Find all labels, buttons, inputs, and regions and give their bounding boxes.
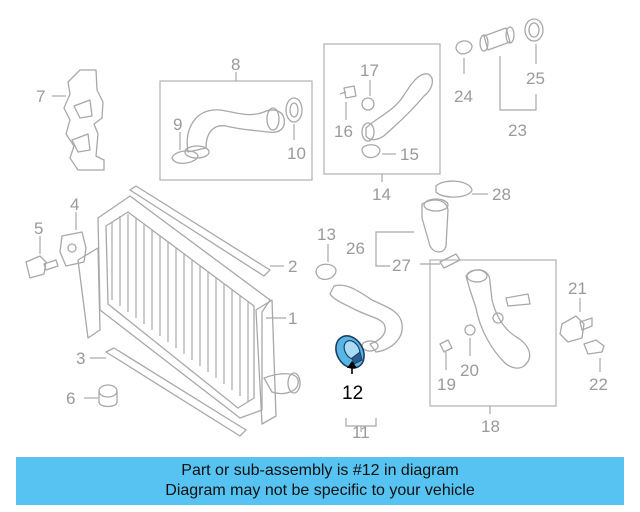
callout-12[interactable]: 12 — [342, 383, 363, 404]
callout-7: 7 — [36, 87, 45, 106]
info-banner: Part or sub-assembly is #12 in diagram D… — [16, 457, 624, 505]
callout-16: 16 — [334, 122, 353, 141]
part-18-pipe — [439, 269, 531, 370]
callout-17: 17 — [360, 61, 379, 80]
part-6-grommet — [84, 384, 118, 408]
banner-line-1: Part or sub-assembly is #12 in diagram — [181, 462, 459, 479]
part-9-10-hose — [171, 97, 303, 164]
part-3-seal-strip — [90, 347, 247, 437]
part-7-shield — [52, 69, 105, 171]
callout-22: 22 — [589, 375, 608, 394]
callout-19: 19 — [437, 375, 456, 394]
part-4-bracket — [59, 212, 87, 267]
parts-diagram: 1 2 3 4 5 6 7 8 9 10 11 12 13 14 15 16 1… — [25, 18, 608, 442]
part-12-clamp[interactable] — [330, 331, 370, 374]
part-5-bolt — [25, 236, 59, 279]
callout-26: 26 — [346, 239, 365, 258]
callout-11: 11 — [352, 423, 370, 442]
callout-3: 3 — [76, 349, 85, 368]
callout-21: 21 — [568, 279, 587, 298]
banner-line-2: Diagram may not be specific to your vehi… — [165, 482, 475, 499]
callout-10: 10 — [287, 144, 306, 163]
part-1-intercooler — [77, 195, 301, 425]
part-21-sensor — [559, 298, 593, 343]
part-14-pipe — [339, 73, 434, 159]
callout-8: 8 — [231, 55, 240, 74]
part-2-seal-strip — [129, 185, 284, 277]
callout-2: 2 — [288, 257, 297, 276]
callout-13: 13 — [317, 225, 336, 244]
part-11-hose — [329, 284, 403, 432]
part-13-clamp — [315, 244, 337, 280]
callout-4: 4 — [70, 195, 79, 214]
callout-5: 5 — [34, 219, 43, 238]
callout-18: 18 — [481, 417, 500, 436]
callout-20: 20 — [460, 361, 479, 380]
part-24-25-hose — [455, 18, 544, 111]
part-26-28-elbow — [375, 180, 488, 269]
callout-27: 27 — [392, 256, 411, 275]
callout-6: 6 — [66, 389, 75, 408]
part-22-bolt — [583, 339, 605, 372]
callout-23: 23 — [508, 121, 527, 140]
callout-14: 14 — [372, 185, 391, 204]
callout-15: 15 — [400, 145, 419, 164]
callout-24: 24 — [454, 87, 473, 106]
callout-28: 28 — [492, 185, 511, 204]
callout-25: 25 — [526, 69, 545, 88]
group-box-18 — [429, 259, 557, 407]
callout-9: 9 — [173, 115, 182, 134]
group-box-8 — [159, 80, 313, 181]
callout-1: 1 — [288, 309, 297, 328]
